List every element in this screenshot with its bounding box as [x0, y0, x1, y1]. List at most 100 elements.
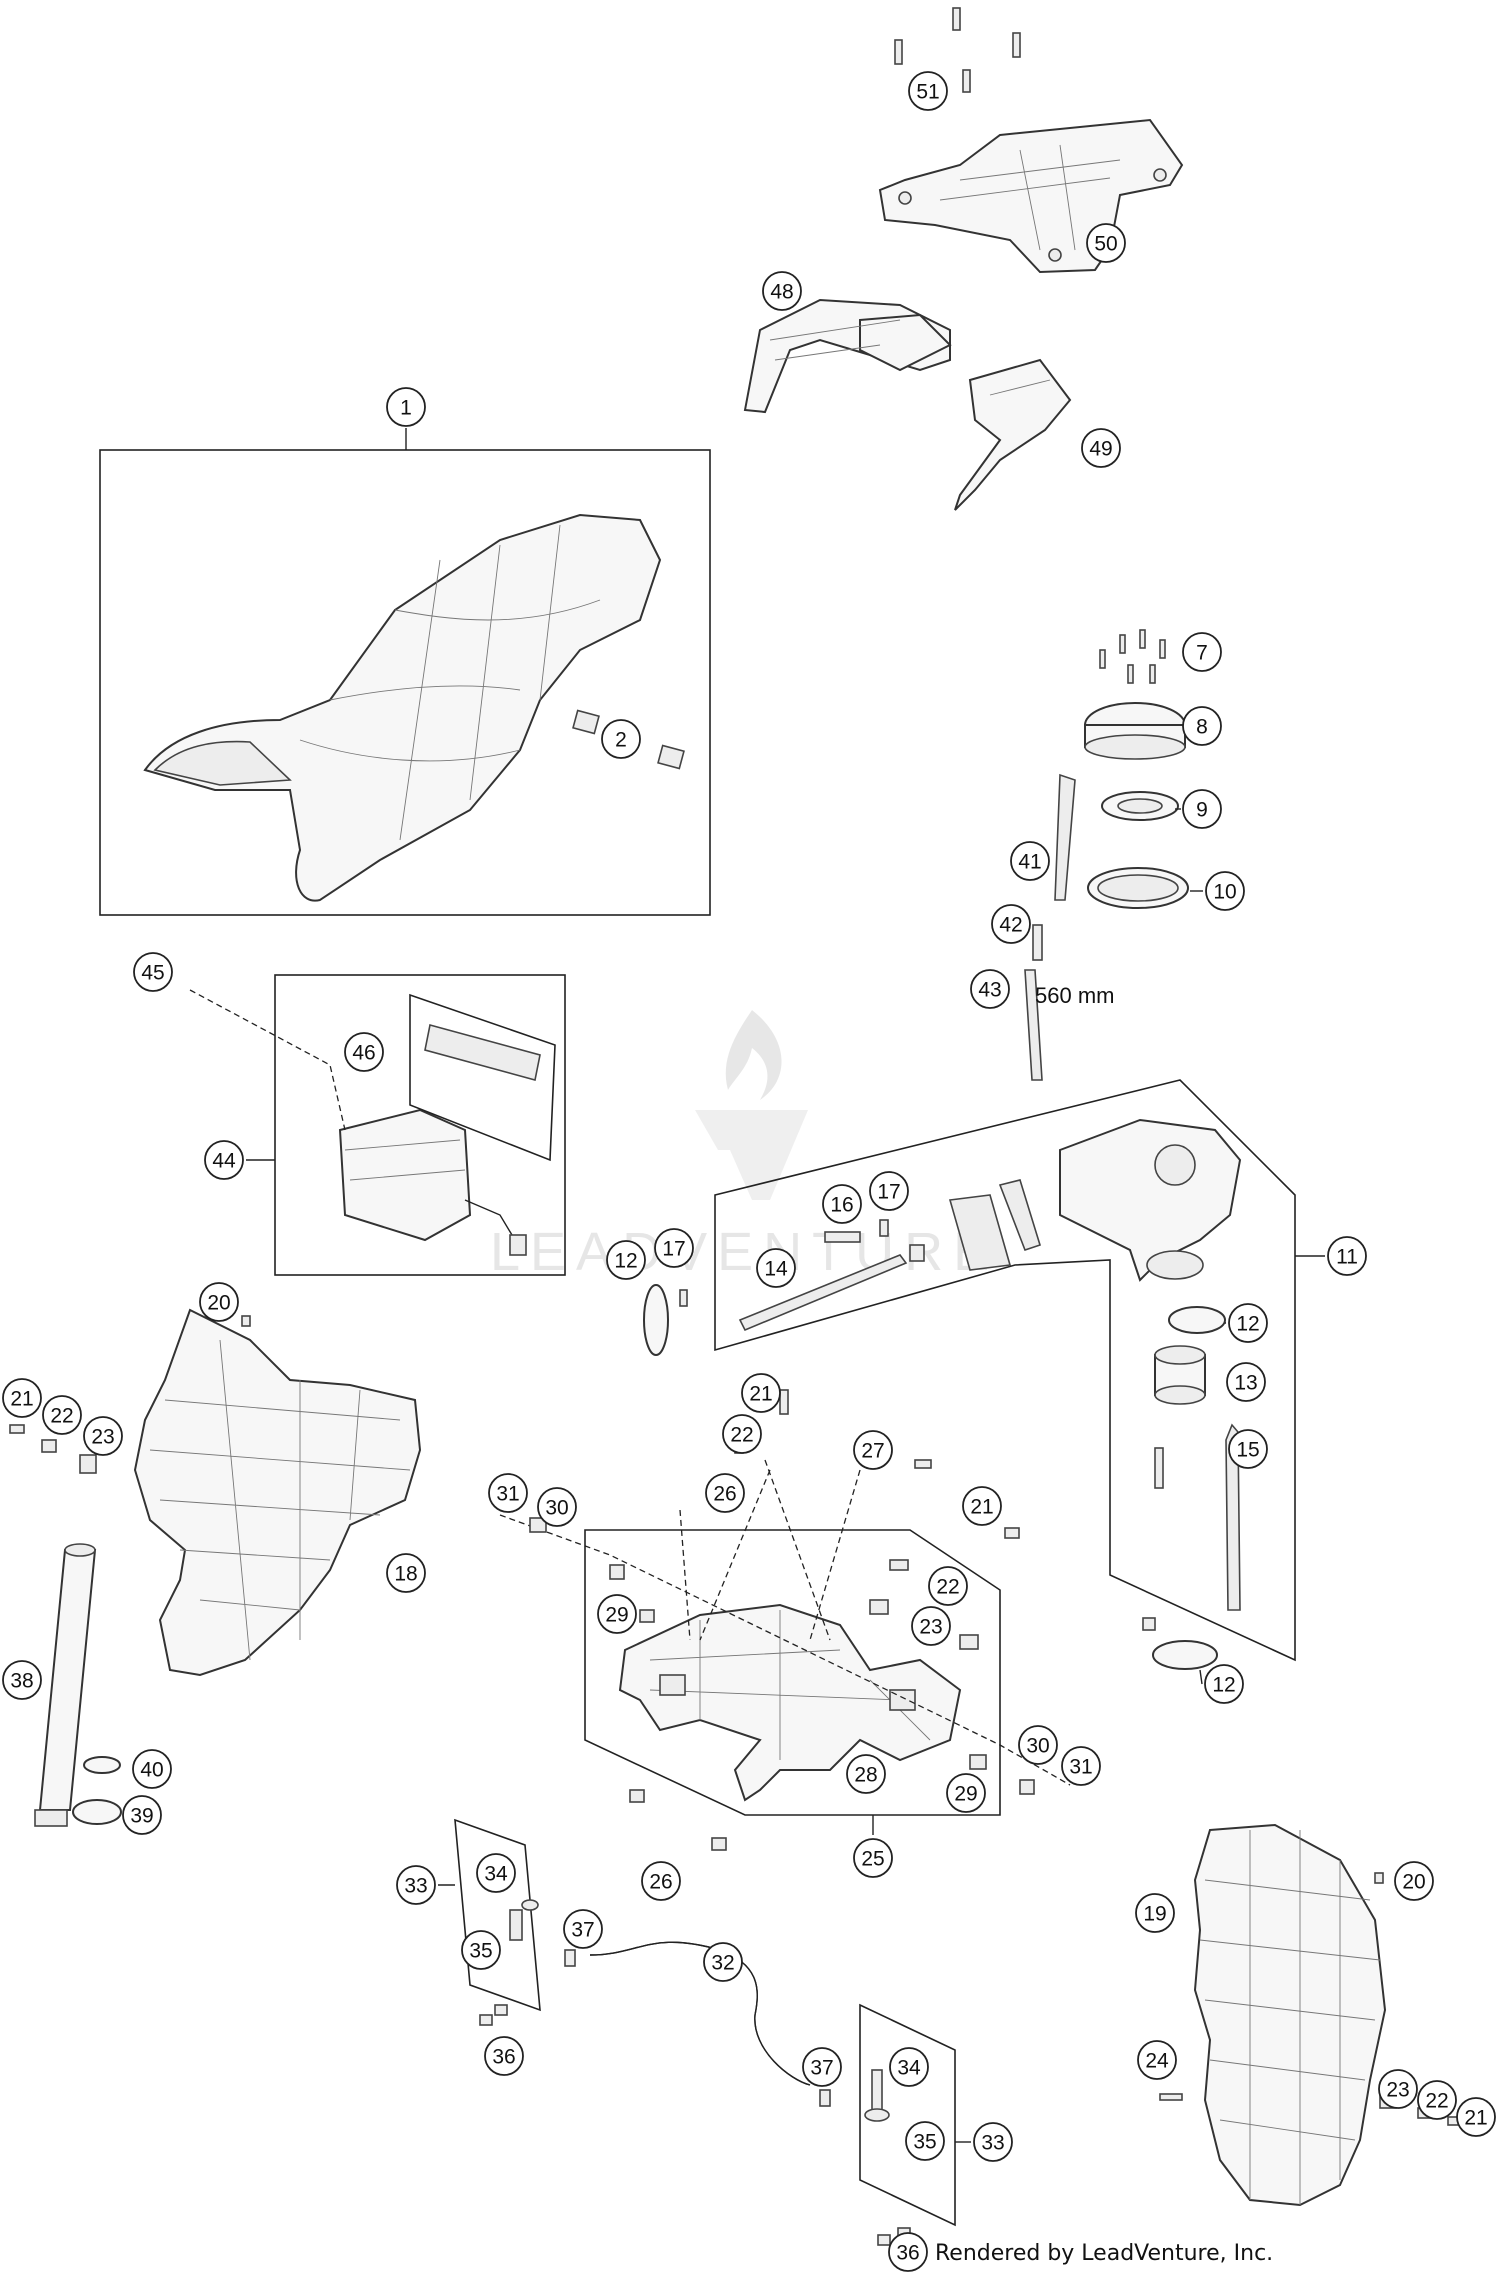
callout-number: 50	[1094, 233, 1117, 256]
callout-circle	[1182, 706, 1222, 746]
callout-circle	[962, 1486, 1002, 1526]
callout-c16: 16	[822, 1184, 862, 1224]
callout-number: 37	[571, 1919, 594, 1942]
callout-c22a: 22	[42, 1395, 82, 1435]
callout-c19: 19	[1135, 1893, 1175, 1933]
subframe-part	[618, 1603, 962, 1802]
callout-number: 32	[711, 1952, 734, 1975]
callout-circle	[1137, 2040, 1177, 2080]
callout-circle	[1456, 2097, 1496, 2137]
callout-circle	[889, 2047, 929, 2087]
callout-circle	[928, 1566, 968, 1606]
callout-number: 31	[496, 1483, 519, 1506]
callout-c43: 43	[970, 969, 1010, 1009]
callout-c39: 39	[122, 1795, 162, 1835]
callout-c12c: 12	[1204, 1664, 1244, 1704]
callout-c21b: 21	[741, 1373, 781, 1413]
callout-c23a: 23	[83, 1416, 123, 1456]
callout-c28: 28	[846, 1754, 886, 1794]
callout-c10: 10	[1205, 871, 1245, 911]
callout-circle	[853, 1838, 893, 1878]
callout-circle	[122, 1795, 162, 1835]
callout-number: 9	[1196, 799, 1208, 822]
callout-c34b: 34	[889, 2047, 929, 2087]
toolbox-seal-frame	[409, 993, 556, 1162]
callout-circle	[1394, 1861, 1434, 1901]
callout-c33a: 33	[396, 1865, 436, 1905]
callout-number: 34	[484, 1863, 508, 1886]
fuel-line-32	[564, 1941, 831, 2107]
callout-number: 45	[141, 962, 164, 985]
callout-number: 43	[978, 979, 1001, 1002]
callout-c36b: 36	[888, 2232, 928, 2272]
callout-number: 24	[1145, 2050, 1169, 2073]
callout-circle	[563, 1909, 603, 1949]
airbox-assembly-frame	[714, 1079, 1296, 1662]
callout-circle	[386, 387, 426, 427]
callout-c29b: 29	[946, 1773, 986, 1813]
callout-circle	[822, 1184, 862, 1224]
callout-circle	[1226, 1362, 1266, 1402]
callout-number: 13	[1234, 1372, 1257, 1395]
callout-circle	[756, 1248, 796, 1288]
callout-number: 19	[1143, 1903, 1166, 1926]
right-fuel-tank	[1193, 1823, 1387, 2207]
callout-circle	[461, 1930, 501, 1970]
callout-number: 23	[919, 1616, 942, 1639]
callout-c31a: 31	[488, 1473, 528, 1513]
callout-circle	[888, 2232, 928, 2272]
callout-c44: 44	[204, 1140, 244, 1180]
callout-circle	[204, 1140, 244, 1180]
callout-number: 17	[662, 1238, 685, 1261]
callout-c14: 14	[756, 1248, 796, 1288]
callout-number: 23	[1386, 2079, 1409, 2102]
callout-number: 2	[615, 729, 627, 752]
fuel-pump-group	[1024, 629, 1189, 1081]
callout-c21a: 21	[2, 1378, 42, 1418]
callout-circle	[908, 71, 948, 111]
callout-circle	[991, 904, 1031, 944]
callout-c34a: 34	[476, 1853, 516, 1893]
callout-c2: 2	[601, 719, 641, 759]
callout-circle	[83, 1416, 123, 1456]
callout-c21c: 21	[962, 1486, 1002, 1526]
toolbox-frame	[274, 974, 566, 1276]
hose-length-label: 560 mm	[1035, 983, 1114, 1008]
callout-c22b: 22	[722, 1414, 762, 1454]
callout-number: 35	[469, 1940, 492, 1963]
callout-number: 31	[1069, 1756, 1092, 1779]
callout-number: 25	[861, 1848, 884, 1871]
callout-c17a: 17	[869, 1171, 909, 1211]
callout-number: 18	[394, 1563, 417, 1586]
callout-c51: 51	[908, 71, 948, 111]
callout-c37a: 37	[563, 1909, 603, 1949]
callout-circle	[946, 1773, 986, 1813]
callout-circle	[1205, 871, 1245, 911]
callout-number: 40	[140, 1759, 163, 1782]
sensor-right	[864, 2069, 911, 2246]
callout-number: 16	[830, 1194, 853, 1217]
callout-circle	[396, 1865, 436, 1905]
callout-number: 22	[1425, 2090, 1448, 2113]
bolt-51-set	[894, 7, 1021, 93]
seat-assembly-frame	[99, 449, 711, 916]
callout-circle	[601, 719, 641, 759]
callout-number: 51	[916, 81, 939, 104]
callout-number: 27	[861, 1440, 884, 1463]
callout-circle	[597, 1594, 637, 1634]
callout-number: 12	[1212, 1674, 1235, 1697]
callout-number: 49	[1089, 438, 1112, 461]
callout-number: 30	[545, 1497, 568, 1520]
callout-c26a: 26	[705, 1473, 745, 1513]
callout-number: 33	[981, 2132, 1004, 2155]
callout-number: 22	[50, 1405, 73, 1428]
callout-c22d: 22	[1417, 2080, 1457, 2120]
callout-circle	[722, 1414, 762, 1454]
callout-number: 22	[730, 1424, 753, 1447]
callout-circle	[2, 1378, 42, 1418]
callout-c24: 24	[1137, 2040, 1177, 2080]
callout-layer: 5150484912789104142434546441617111217141…	[2, 71, 1496, 2272]
callout-number: 21	[10, 1388, 33, 1411]
callout-number: 10	[1213, 881, 1236, 904]
callout-circle	[1204, 1664, 1244, 1704]
